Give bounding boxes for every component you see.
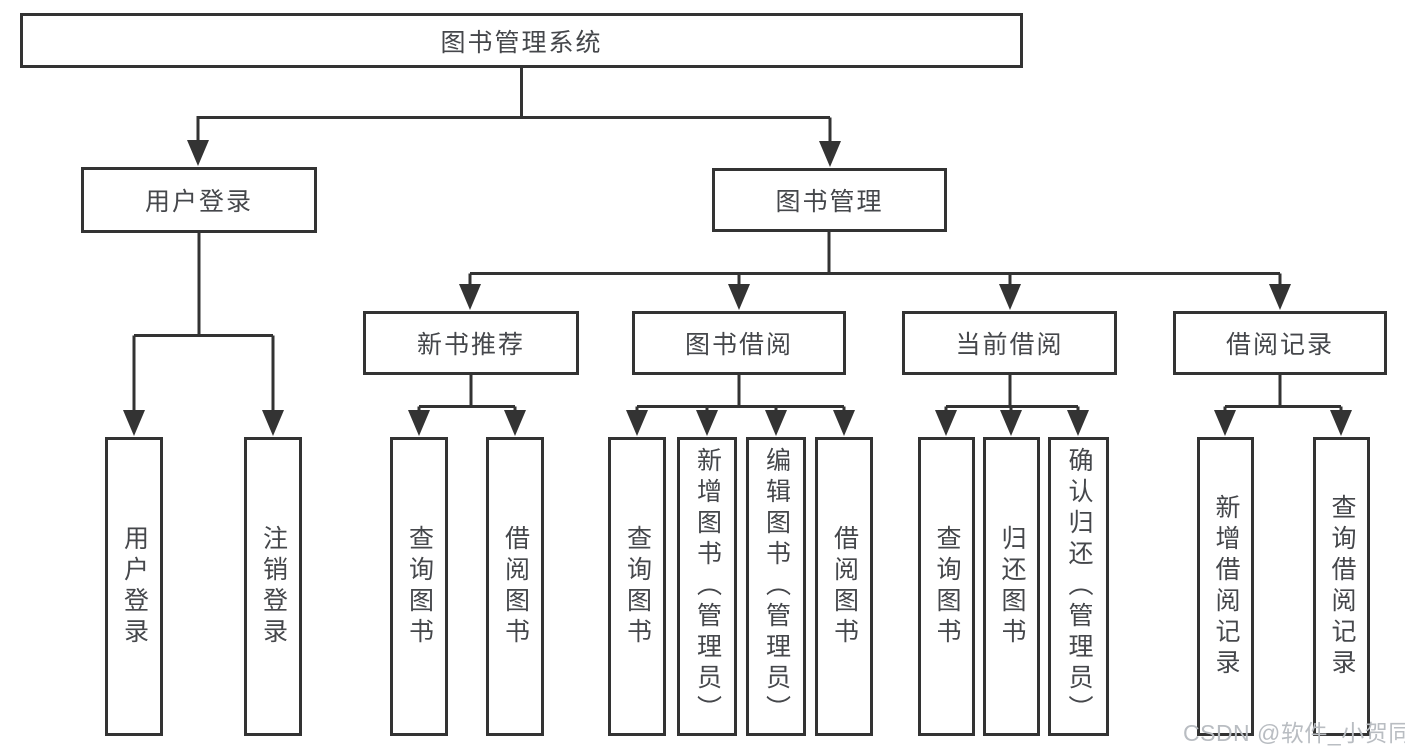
connector-current-borrow-split	[944, 375, 1080, 414]
leaf-bb-borrow-books: 借阅图书	[815, 437, 873, 736]
leaf-br-query-record-label: 查询借阅记录	[1328, 493, 1356, 680]
node-borrow-records: 借阅记录	[1173, 311, 1387, 375]
node-new-book-recommend-label: 新书推荐	[416, 331, 525, 359]
leaf-br-add-record: 新增借阅记录	[1197, 437, 1254, 736]
leaf-br-add-record-label: 新增借阅记录	[1212, 493, 1240, 680]
leaf-bb-query-books: 查询图书	[608, 437, 666, 736]
node-book-management-branch-label: 图书管理	[775, 188, 884, 216]
node-root-label: 图书管理系统	[440, 28, 603, 57]
leaf-logout-label: 注销登录	[259, 524, 288, 649]
leaf-logout: 注销登录	[244, 437, 302, 736]
leaf-nbr-query-books: 查询图书	[390, 437, 448, 736]
leaf-cb-query-books: 查询图书	[918, 437, 975, 736]
node-user-login-branch-label: 用户登录	[144, 188, 253, 216]
node-borrow-records-label: 借阅记录	[1225, 331, 1334, 359]
watermark-text: CSDN @软件_小贺同学	[1183, 720, 1405, 746]
connector-book-borrow-split	[635, 375, 846, 414]
node-current-borrow-label: 当前借阅	[955, 331, 1064, 359]
node-book-borrow-label: 图书借阅	[684, 331, 793, 359]
node-user-login-branch: 用户登录	[81, 167, 317, 233]
connector-root-to-level2	[196, 68, 832, 145]
leaf-bb-borrow-books-label: 借阅图书	[830, 524, 859, 649]
leaf-cb-return-books: 归还图书	[983, 437, 1040, 736]
leaf-cb-query-books-label: 查询图书	[933, 524, 961, 649]
node-current-borrow: 当前借阅	[902, 311, 1117, 375]
node-book-management-branch: 图书管理	[712, 168, 947, 232]
leaf-bb-edit-books-admin: 编辑图书（管理员）	[746, 437, 806, 736]
leaf-user-login: 用户登录	[105, 437, 163, 736]
leaf-bb-add-books-admin: 新增图书（管理员）	[677, 437, 737, 736]
node-root: 图书管理系统	[20, 13, 1023, 68]
leaf-bb-add-books-admin-label: 新增图书（管理员）	[693, 447, 722, 726]
leaf-cb-confirm-return-admin: 确认归还（管理员）	[1048, 437, 1109, 736]
connector-book-mgmt-split	[468, 232, 1282, 288]
connector-new-book-split	[417, 375, 517, 414]
connector-user-login-split	[132, 233, 275, 414]
leaf-bb-query-books-label: 查询图书	[623, 524, 652, 649]
leaf-nbr-query-books-label: 查询图书	[405, 524, 434, 649]
leaf-cb-return-books-label: 归还图书	[998, 524, 1026, 649]
leaf-nbr-borrow-books: 借阅图书	[486, 437, 544, 736]
leaf-cb-confirm-return-admin-label: 确认归还（管理员）	[1065, 447, 1093, 726]
node-book-borrow: 图书借阅	[632, 311, 846, 375]
leaf-nbr-borrow-books-label: 借阅图书	[501, 524, 530, 649]
node-new-book-recommend: 新书推荐	[363, 311, 579, 375]
leaf-bb-edit-books-admin-label: 编辑图书（管理员）	[762, 447, 791, 726]
leaf-br-query-record: 查询借阅记录	[1313, 437, 1370, 736]
leaf-user-login-label: 用户登录	[120, 524, 149, 649]
connector-records-split	[1223, 375, 1343, 414]
arrowheads	[123, 140, 1352, 436]
